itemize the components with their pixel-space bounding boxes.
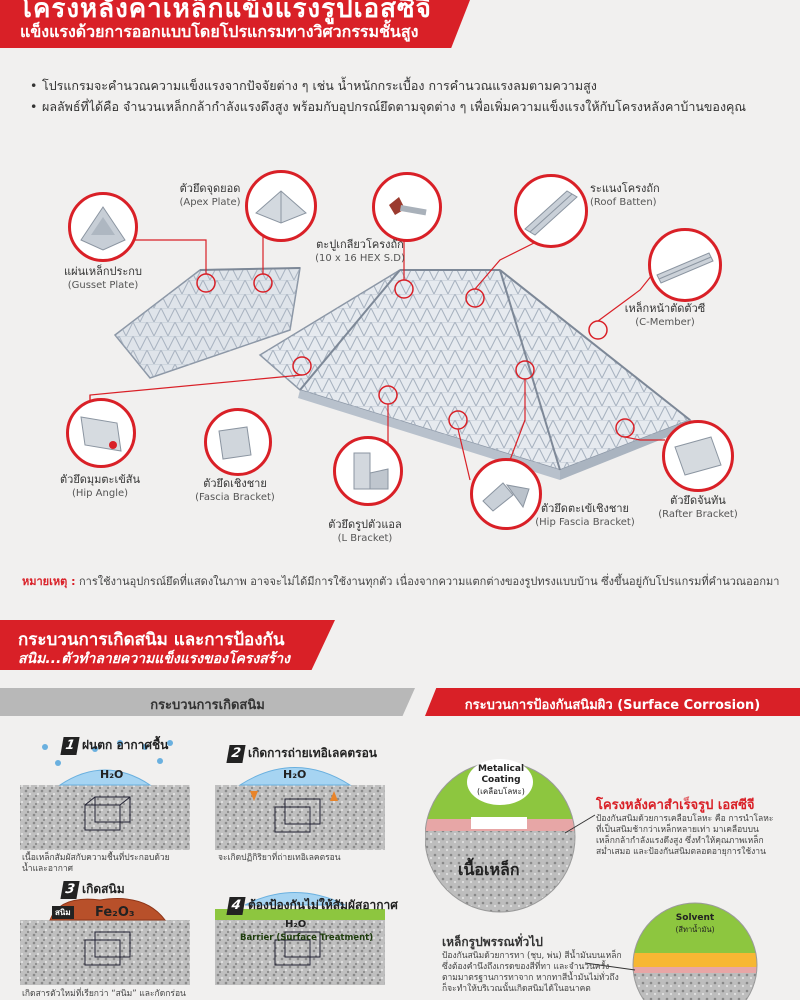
bullet-item: •โปรแกรมจะคำนวณความแข็งแรงจากปัจจัยต่าง … xyxy=(30,78,597,93)
apex-plate-photo xyxy=(245,170,317,242)
rafter-bracket-photo xyxy=(662,420,734,492)
barrier-label: Barrier (Surface Treatment) xyxy=(240,933,374,943)
step-4-chem: H₂O xyxy=(285,919,307,930)
hex-screw-icon xyxy=(389,197,427,216)
section-title: กระบวนการเกิดสนิม และการป้องกัน xyxy=(18,630,285,650)
header-banner: โครงหลังคาเหล็กแข็งแรงรูปเอสซีจี แข็งแรง… xyxy=(0,0,470,48)
hip-fascia-bracket-icon xyxy=(482,482,530,512)
steel-label: เนื้อเหล็ก xyxy=(458,860,520,879)
roof-batten-icon xyxy=(524,190,578,236)
hip-fascia-bracket-photo xyxy=(470,458,542,530)
intro-bullets: •โปรแกรมจะคำนวณความแข็งแรงจากปัจจัยต่าง … xyxy=(30,75,790,117)
gusset-plate-label: แผ่นเหล็กประกบ (Gusset Plate) xyxy=(64,265,142,291)
c-member-label: เหล็กหน้าตัดตัวซี (C-Member) xyxy=(624,302,706,328)
fascia-bracket-label: ตัวยึดเชิงชาย (Fascia Bracket) xyxy=(195,477,275,503)
apex-plate-icon xyxy=(255,190,307,224)
solvent-label: Solvent (สีทาน้ำมัน) xyxy=(675,913,715,934)
roof-truss-illustration xyxy=(89,215,692,481)
steel-block-4 xyxy=(215,920,385,985)
crystal-lattice-2 xyxy=(274,798,321,833)
fascia-bracket-icon xyxy=(218,426,252,460)
rust-protection-header: กระบวนการป้องกันสนิมผิว (Surface Corrosi… xyxy=(425,688,800,716)
roof-batten-label: ระแนงโครงถัก (Roof Batten) xyxy=(590,182,660,208)
roof-batten-photo xyxy=(514,174,588,248)
solvent-coating-diagram xyxy=(633,903,757,1000)
page-subtitle: แข็งแรงด้วยการออกแบบโดยโปรแกรมทางวิศวกรร… xyxy=(20,22,419,41)
rust-tag: สนิม xyxy=(52,906,74,919)
page-title: โครงหลังคาเหล็กแข็งแรงรูปเอสซีจี xyxy=(18,0,432,24)
step-1-caption: เนื้อเหล็กสัมผัสกับความชื้นที่ประกอบด้วย… xyxy=(22,853,170,874)
crystal-lattice-3 xyxy=(84,931,131,966)
gusset-plate-icon xyxy=(80,206,126,251)
step-3-chem: Fe₂O₃ xyxy=(95,905,135,920)
crystal-lattice-4 xyxy=(274,931,321,966)
step-1-chem: H₂O xyxy=(100,768,124,781)
c-member-icon xyxy=(656,252,714,284)
fascia-bracket-photo xyxy=(204,408,272,476)
hip-angle-label: ตัวยึดมุมตะเข้สัน (Hip Angle) xyxy=(60,473,140,499)
step-2-caption: จะเกิดปฏิกิริยาที่ถ่ายเทอิเลคตรอน xyxy=(218,853,341,863)
roof-truss-diagram: แผ่นเหล็กประกบ (Gusset Plate) ตัวยึดจุดย… xyxy=(0,150,800,570)
rafter-bracket-icon xyxy=(674,436,722,476)
barrier-layer xyxy=(215,909,385,920)
steel-block-1 xyxy=(20,785,190,850)
steel-block-2 xyxy=(215,785,385,850)
hip-angle-photo xyxy=(66,398,136,468)
water-drop-1 xyxy=(58,769,152,786)
water-drop-4 xyxy=(244,892,346,906)
electron-arrows-icon xyxy=(250,791,338,801)
steel-block-3 xyxy=(20,920,190,985)
hex-screw-photo xyxy=(372,172,442,242)
rust-process-header: กระบวนการเกิดสนิม xyxy=(0,688,415,716)
coating-label-bubble xyxy=(467,759,533,805)
scg-description: ป้องกันสนิมด้วยการเคลือบโลหะ คือ การนำโล… xyxy=(596,814,774,857)
gusset-plate-photo xyxy=(68,192,138,262)
water-drop-2 xyxy=(238,767,352,786)
general-steel-title: เหล็กรูปพรรณทั่วไป xyxy=(442,935,543,949)
solvent-circle-outline xyxy=(632,902,758,1000)
protection-illustrations xyxy=(425,759,758,1000)
scg-title: โครงหลังคาสำเร็จรูป เอสซีจี xyxy=(596,798,755,813)
crystal-lattice-1 xyxy=(84,796,131,831)
footnote: หมายเหตุ : การใช้งานอุปกรณ์ยึดที่แสดงในภ… xyxy=(22,575,780,588)
step-2-chem: H₂O xyxy=(283,768,307,781)
corrosion-section-banner: กระบวนการเกิดสนิม และการป้องกัน สนิม...ต… xyxy=(0,620,335,670)
coating-leader-line xyxy=(564,814,596,834)
l-bracket-label: ตัวยึดรูปตัวแอล (L Bracket) xyxy=(328,518,402,544)
apex-plate-label: ตัวยึดจุดยอด (Apex Plate) xyxy=(179,182,241,208)
hex-screw-label: ตะปูเกลียวโครงถัก (10 x 16 HEX S.D) xyxy=(315,238,405,264)
rafter-bracket-label: ตัวยึดจันทัน (Rafter Bracket) xyxy=(658,494,738,520)
bullet-item: •ผลลัพธ์ที่ได้คือ จำนวนเหล็กกล้ากำลังแรง… xyxy=(30,99,747,114)
rust-process-illustrations xyxy=(20,740,385,985)
hip-angle-icon xyxy=(80,416,122,452)
general-steel-description: ป้องกันสนิมด้วยการทา (ชุบ, พ่น) สีน้ำมัน… xyxy=(442,951,622,994)
l-bracket-icon xyxy=(353,452,389,490)
coating-label: Metalical Coating (เคลือบโลหะ) xyxy=(477,764,525,796)
step-3-caption: เกิดสารตัวใหม่ที่เรียกว่า “สนิม” และกัดก… xyxy=(22,989,186,999)
section-subtitle: สนิม...ตัวทำลายความแข็งแรงของโครงสร้าง xyxy=(18,651,290,667)
hip-fascia-bracket-label: ตัวยึดตะเข้เชิงชาย (Hip Fascia Bracket) xyxy=(535,502,635,528)
solvent-leader-line xyxy=(584,962,636,971)
c-member-photo xyxy=(648,228,722,302)
l-bracket-photo xyxy=(333,436,403,506)
